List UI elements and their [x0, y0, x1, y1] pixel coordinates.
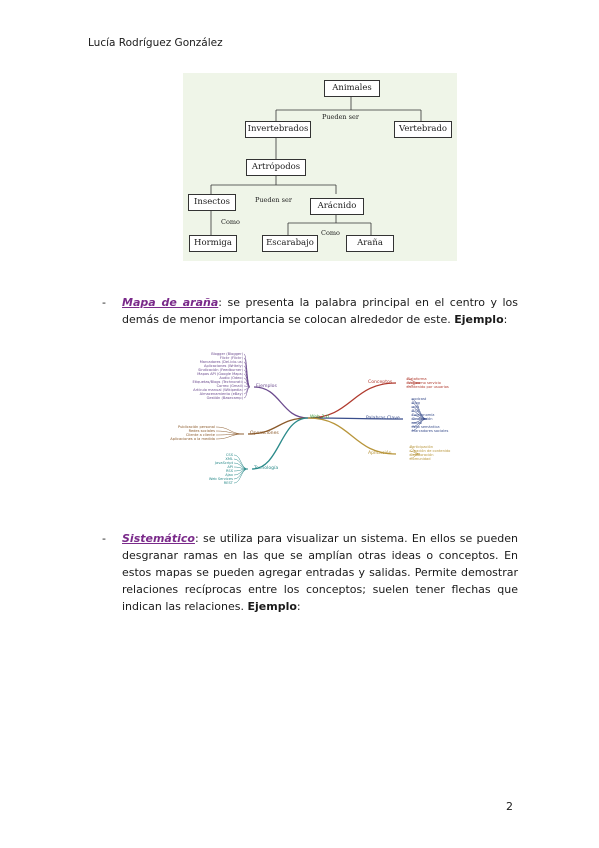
leaf-line	[233, 468, 249, 484]
node-hormiga: Hormiga	[189, 235, 237, 252]
spider-leaf-label: social	[412, 421, 423, 425]
spider-leaf-label: Creación de contenido	[410, 449, 451, 453]
node-arana: Araña	[346, 235, 394, 252]
branch-palabras-clave: Palabras Clave	[366, 416, 400, 421]
spider-leaf-label: XML	[225, 457, 233, 461]
spider-leaf-label: Blogger (Blogger)	[211, 352, 243, 356]
spider-leaf-label: Marcadores sociales	[412, 429, 449, 433]
spider-map-figure: Web 2.0 Ejemplos Operaciones Tecnología …	[170, 350, 456, 505]
branch-line-tecnologia	[251, 417, 309, 470]
label-como: Como	[321, 229, 340, 237]
branch-line-palabras_clave	[307, 417, 404, 420]
page-number: 2	[506, 800, 513, 813]
spider-leaf-label: Publicación personal	[178, 425, 215, 429]
spider-leaf-label: Artículo manual (Wikipedia)	[193, 388, 243, 392]
leaf-line	[243, 386, 251, 399]
spider-leaf-label: Ajax	[225, 473, 233, 477]
spider-leaf-label: Correo (Gmail)	[216, 384, 243, 388]
branch-aplicacion: Aplicación	[368, 451, 392, 456]
author-name: Lucía Rodríguez González	[88, 37, 223, 49]
item-paragraph: Sistemático: se utiliza para visualizar …	[122, 530, 518, 615]
term-sistematico: Sistemático	[122, 532, 195, 545]
spider-leaf-label: podcast	[412, 397, 427, 401]
leaf-line	[233, 468, 249, 480]
spider-leaf-label: RSS	[412, 409, 420, 413]
spider-leaf-label: Blog	[412, 401, 420, 405]
spider-leaf-label: Participación	[410, 445, 434, 449]
branch-conceptos: Conceptos	[368, 380, 393, 385]
item-paragraph: Mapa de araña: se presenta la palabra pr…	[122, 294, 518, 328]
branch-line-operaciones	[247, 417, 309, 435]
spider-leaf-label: Gestión (Basecamp)	[206, 396, 243, 400]
node-invertebrados: Invertebrados	[245, 121, 311, 138]
spider-leaf-label: wiki	[412, 405, 420, 409]
item-description: : se presenta la palabra principal en el…	[122, 296, 519, 326]
spider-leaf-label: Etiquetas/Blogs (Technorati)	[192, 380, 243, 384]
spider-leaf-label: Marcadores (Del.icio.us)	[199, 360, 243, 364]
label-pueden-ser: Pueden ser	[255, 196, 292, 204]
spider-leaf-label: Folksonomía	[412, 413, 435, 417]
spider-leaf-label: Redes sociales	[188, 429, 215, 433]
bullet-dash: -	[102, 532, 106, 545]
spider-leaf-label: Web semántica	[412, 425, 440, 429]
item-description: : se utiliza para visualizar un sistema.…	[122, 532, 518, 613]
leaf-line	[233, 466, 249, 470]
spider-leaf-label: Flickr (Flickr)	[219, 356, 243, 360]
spider-leaf-label: CSS	[225, 453, 233, 457]
branch-tecnologia: Tecnología	[254, 466, 279, 471]
example-label: Ejemplo	[247, 600, 297, 613]
node-aracnido: Arácnido	[310, 198, 364, 215]
spider-leaf-label: API	[227, 465, 233, 469]
spider-leaf-label: Aplicaciones a la medida	[170, 437, 215, 441]
concept-map-connectors	[210, 96, 422, 235]
spider-leaf-label: Comunidad	[410, 457, 431, 461]
spider-leaf-label: Web como servicio	[407, 381, 441, 385]
bullet-dash: -	[102, 296, 106, 309]
spider-leaf-label: Almacenamiento (eBay)	[199, 392, 243, 396]
spider-leaf-label: Sindicación (Feedburner)	[198, 368, 243, 372]
branch-line-aplicacion	[307, 417, 397, 455]
spider-leaf-label: RSS	[225, 469, 233, 473]
colon: :	[503, 313, 508, 326]
spider-leaf-label: Audio (Odeo)	[219, 376, 243, 380]
branch-operaciones: Operaciones	[250, 431, 279, 436]
leaf-line	[233, 458, 249, 470]
leaf-line	[215, 426, 245, 435]
leaf-line	[408, 453, 421, 460]
spider-leaf-label: Web Services	[208, 477, 233, 481]
spider-leaf-label: Contenido por usuarios	[407, 385, 449, 389]
label-pueden-ser: Pueden ser	[322, 113, 359, 121]
spider-map-branches	[215, 353, 428, 484]
term-mapa-arana: Mapa de araña	[122, 296, 219, 309]
branch-line-ejemplos	[253, 386, 309, 419]
branch-line-conceptos	[307, 382, 397, 419]
spider-center: Web 2.0	[310, 415, 329, 420]
concept-map-figure: Animales Pueden ser Invertebrados Verteb…	[183, 73, 457, 261]
spider-leaf-label: Plataforma	[407, 377, 427, 381]
spider-leaf-label: Mapas API (Google Maps)	[197, 372, 243, 376]
node-animales: Animales	[324, 80, 380, 97]
leaf-line	[405, 382, 421, 388]
spider-leaf-label: REST	[223, 481, 233, 485]
spider-leaf-label: Sindicación	[412, 417, 433, 421]
example-label: Ejemplo	[454, 313, 504, 326]
spider-leaf-label: Cliente a cliente	[185, 433, 215, 437]
colon: :	[296, 600, 301, 613]
node-vertebrado: Vertebrado	[394, 121, 452, 138]
leaf-line	[215, 433, 245, 440]
node-insectos: Insectos	[188, 194, 236, 211]
node-artropodos: Artrópodos	[246, 159, 306, 176]
leaf-line	[410, 418, 428, 432]
spider-leaf-label: JavaScript	[214, 461, 233, 465]
branch-ejemplos: Ejemplos	[256, 384, 277, 389]
node-escarabajo: Escarabajo	[262, 235, 318, 252]
spider-leaf-label: Aplicaciones (Writely)	[203, 364, 243, 368]
label-como: Como	[221, 218, 240, 226]
spider-leaf-label: Colaboración	[410, 453, 434, 457]
